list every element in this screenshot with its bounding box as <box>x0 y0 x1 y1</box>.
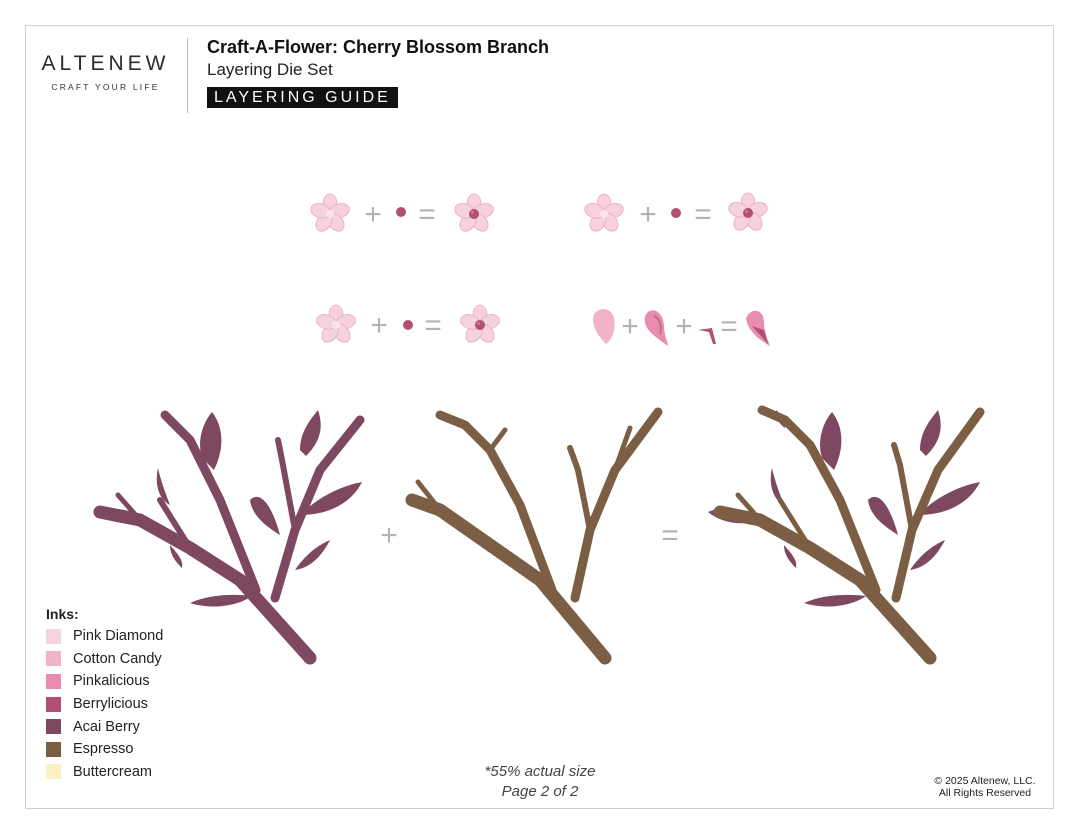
ink-name: Cotton Candy <box>73 650 162 667</box>
ink-swatch <box>46 696 61 712</box>
bud-petal <box>593 309 615 344</box>
ink-swatch <box>46 764 61 780</box>
branch-wood-layer <box>405 407 663 665</box>
layering-guide-badge: LAYERING GUIDE <box>207 87 398 108</box>
flower-base-2 <box>582 193 626 235</box>
equals-sign: = <box>418 198 436 231</box>
bud-outer <box>644 310 668 346</box>
ink-swatch <box>46 651 61 667</box>
flower-combo-2: + = <box>582 193 769 235</box>
flower-result-3 <box>459 305 501 345</box>
flower-center-2 <box>671 208 681 218</box>
bud-sepal <box>698 328 716 344</box>
bud-combo: + + = <box>593 309 770 346</box>
ink-name: Acai Berry <box>73 718 140 735</box>
flower-combo-3: + = <box>314 304 501 346</box>
plus-sign: + <box>675 310 693 343</box>
ink-name: Pink Diamond <box>73 628 164 645</box>
ink-name: Berrylicious <box>73 696 148 713</box>
flower-center-1 <box>396 207 406 217</box>
ink-item: Buttercream <box>46 761 163 784</box>
page-number: Page 2 of 2 <box>501 783 579 800</box>
ink-item: Cotton Candy <box>46 648 163 671</box>
logo-wordmark: ALTENEW <box>41 52 170 75</box>
plus-sign: + <box>621 310 639 343</box>
ink-item: Pinkalicious <box>46 670 163 693</box>
copyright: © 2025 Altenew, LLC. All Rights Reserved <box>920 775 1050 799</box>
branch-leaf-layer <box>93 410 365 665</box>
flower-base-3 <box>314 304 358 346</box>
branch-combined <box>708 405 985 665</box>
page-frame <box>25 25 1054 809</box>
page-title: Craft-A-Flower: Cherry Blossom Branch <box>207 37 550 57</box>
scale-note: *55% actual size <box>484 763 596 780</box>
ink-name: Buttercream <box>73 763 152 780</box>
equals-sign: = <box>720 310 738 343</box>
equals-sign: = <box>694 198 712 231</box>
plus-sign: + <box>370 309 388 342</box>
ink-swatch <box>46 628 61 644</box>
ink-swatch <box>46 719 61 735</box>
copyright-line-2: All Rights Reserved <box>938 787 1032 799</box>
ink-item: Berrylicious <box>46 693 163 716</box>
ink-name: Pinkalicious <box>73 673 150 690</box>
ink-item: Espresso <box>46 738 163 761</box>
logo-tagline: CRAFT YOUR LIFE <box>51 82 160 92</box>
ink-legend-heading: Inks: <box>46 606 79 622</box>
ink-swatch <box>46 741 61 757</box>
flower-result-1 <box>453 194 495 234</box>
equals-sign: = <box>661 519 679 552</box>
ink-item: Acai Berry <box>46 715 163 738</box>
plus-sign: + <box>364 198 382 231</box>
header-divider <box>187 38 188 113</box>
ink-swatch <box>46 673 61 689</box>
plus-sign: + <box>639 198 657 231</box>
copyright-line-1: © 2025 Altenew, LLC. <box>934 775 1036 787</box>
flower-result-2 <box>727 193 769 233</box>
altenew-logo: ALTENEW CRAFT YOUR LIFE <box>38 52 173 92</box>
ink-name: Espresso <box>73 741 134 758</box>
page-subtitle: Layering Die Set <box>207 60 333 79</box>
flower-base-1 <box>308 193 352 235</box>
footer-note: *55% actual size Page 2 of 2 <box>440 762 640 802</box>
plus-sign: + <box>380 519 398 552</box>
flower-combo-1: + = <box>308 193 495 235</box>
flower-center-3 <box>403 320 413 330</box>
ink-item: Pink Diamond <box>46 625 163 648</box>
equals-sign: = <box>424 309 442 342</box>
